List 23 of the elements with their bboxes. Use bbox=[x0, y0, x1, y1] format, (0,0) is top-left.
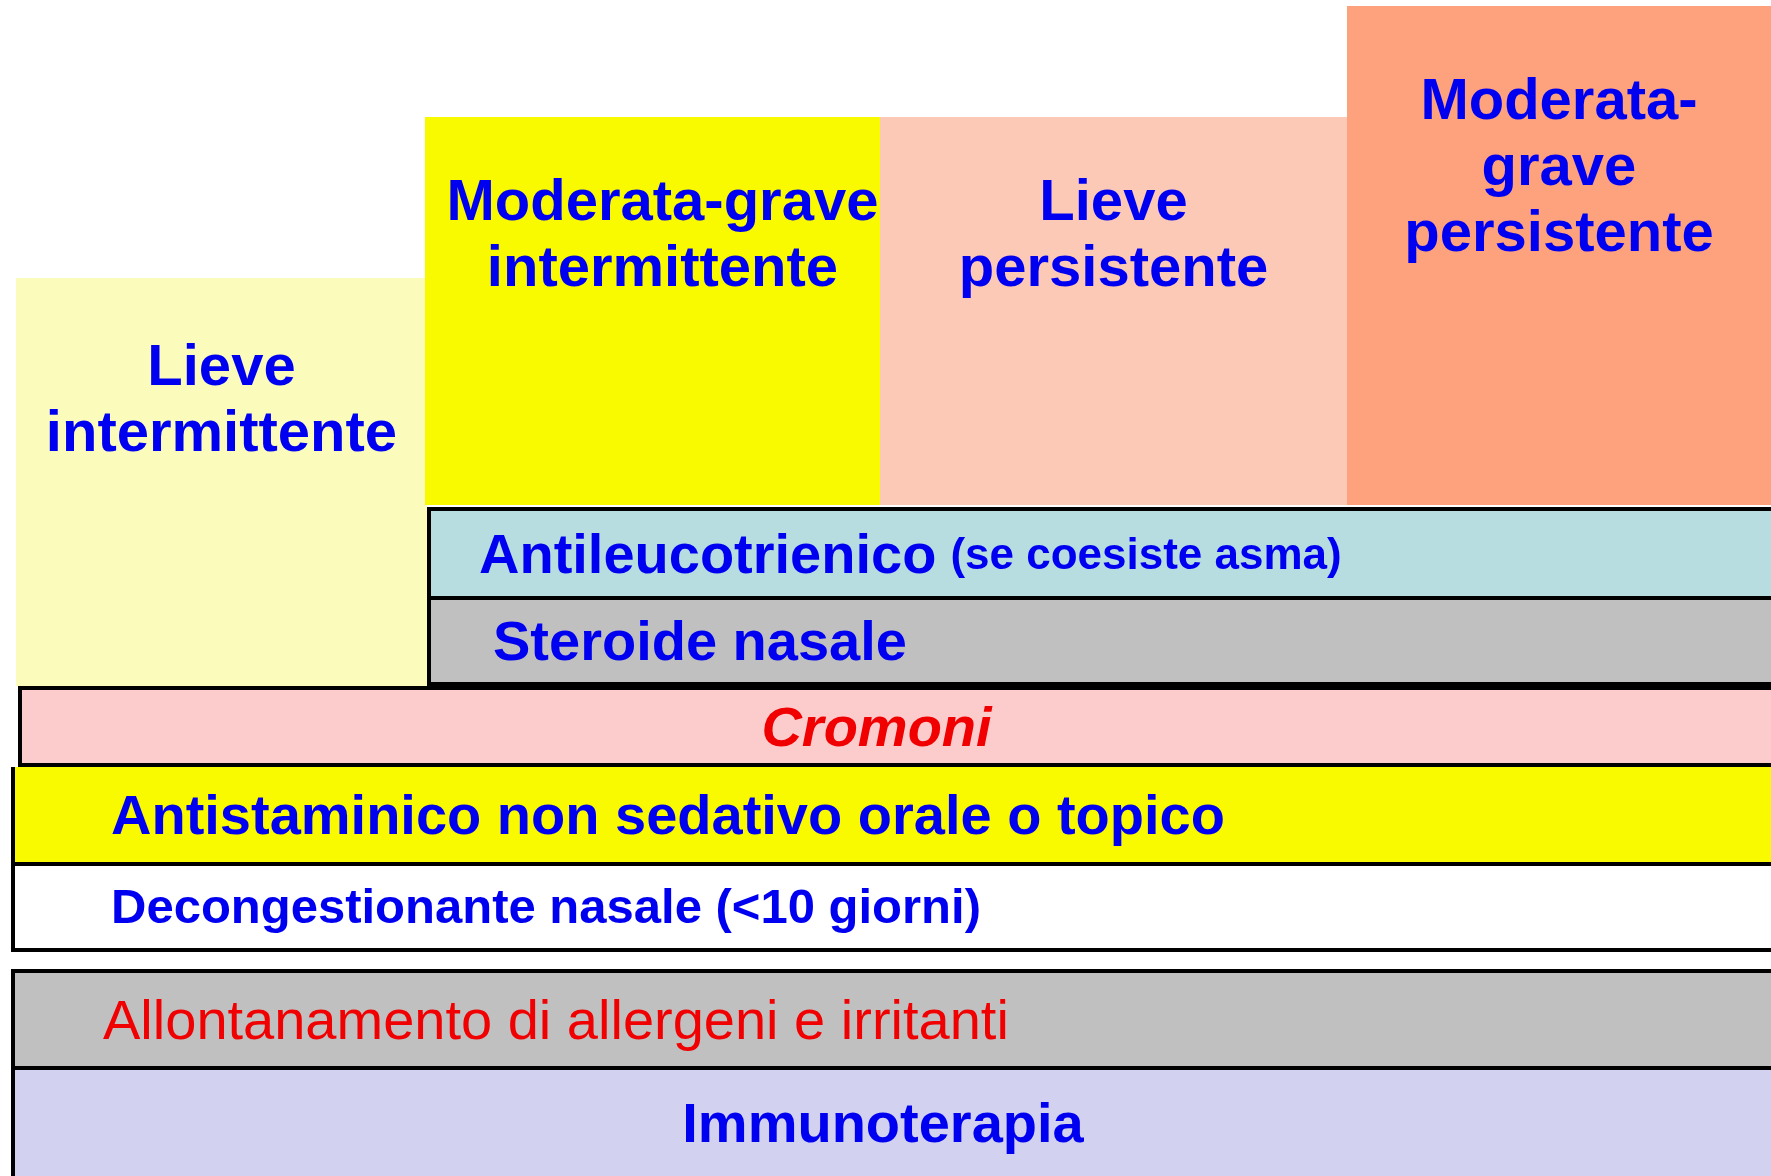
node-text: Lieve persistente bbox=[957, 167, 1270, 299]
node-text: Antistaminico non sedativo orale o topico bbox=[111, 781, 1226, 848]
severity-column bbox=[880, 117, 1347, 505]
node-text: Allontanamento di allergeni e irritanti bbox=[103, 986, 1010, 1053]
treatment-bar bbox=[18, 686, 1771, 767]
node-text: Decongestionante nasale (<10 giorni) bbox=[111, 878, 982, 936]
treatment-bar bbox=[427, 600, 1771, 686]
node-text: (se coesiste asma) bbox=[950, 527, 1342, 580]
node-text: Steroide nasale bbox=[493, 608, 908, 674]
node-text: Moderata-grave intermittente bbox=[445, 167, 880, 299]
node-text: Moderata-grave persistente bbox=[1403, 66, 1715, 264]
treatment-bar bbox=[11, 866, 1771, 952]
severity-column bbox=[425, 117, 880, 505]
treatment-bar bbox=[427, 507, 1771, 600]
treatment-bar bbox=[11, 767, 1771, 866]
treatment-bar bbox=[11, 969, 1771, 1070]
node-text: Lieve intermittente bbox=[44, 332, 399, 464]
node-text: Cromoni bbox=[761, 693, 992, 760]
treatment-bar bbox=[11, 1070, 1771, 1176]
severity-column bbox=[1347, 6, 1771, 505]
severity-column bbox=[16, 278, 427, 686]
node-text: Antileucotrienico bbox=[479, 520, 937, 587]
node-text: Immunoterapia bbox=[682, 1090, 1084, 1156]
